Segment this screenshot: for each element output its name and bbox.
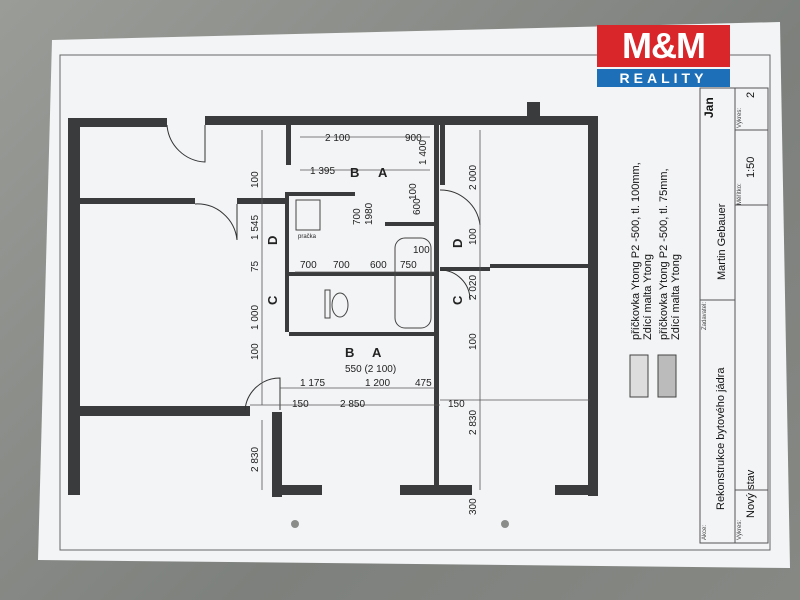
dimension-lines [250,130,590,490]
section-mark: A [372,345,382,360]
section-mark: D [450,238,465,248]
section-mark: D [265,235,280,245]
fixtures [295,199,432,329]
section-mark: C [265,295,280,305]
doors [166,124,481,411]
cislo-label: Výkres: [737,107,743,128]
title-block-lines [699,87,769,544]
paper-sheet [38,22,790,568]
legend-swatches [629,354,677,398]
dim-label: 100 [250,343,261,360]
logo-sub: REALITY [597,69,730,87]
dim-label: 1980 [364,202,375,225]
akce-label: Akce: [702,524,708,540]
washbasin [295,199,321,231]
dim-label: 75 [250,260,261,272]
legend-1-line1: příčkovka Ytong P2 -500, tl. 100mm, [630,162,642,340]
walls [68,102,598,497]
dim-label: 100 [413,245,430,256]
dim-label: 475 [415,378,432,389]
vykres-label: Výkres: [737,519,743,540]
dim-label: 300 [468,498,479,515]
dim-label: 1 545 [250,214,261,240]
section-mark: C [450,295,465,305]
mm-reality-logo: M&M REALITY [597,25,730,87]
punch-holes [291,520,509,528]
section-mark: A [378,165,388,180]
dim-label: 1 200 [365,378,391,389]
dim-label: 2 100 [325,133,351,144]
meritko-value: 1:50 [745,156,757,178]
section-mark: B [350,165,360,180]
legend-1-line2: Zdící malta Ytong [642,253,654,340]
dim-label: 150 [292,399,309,410]
dim-label: 600 [412,198,423,215]
zadavatel-label: Zadavatel: [702,301,708,330]
dim-label: 700 [333,260,350,271]
dim-label: 750 [400,260,417,271]
dim-label: 100 [468,333,479,350]
dim-label: 2 830 [250,446,261,472]
toilet [331,292,349,318]
legend-2-line2: Zdící malta Ytong [670,253,682,340]
legend-2-line1: příčkovka Ytong P2 -500, tl. 75mm, [658,168,670,340]
dim-label: 2 830 [468,409,479,435]
akce-value: Rekonstrukce bytového jádra [715,367,727,510]
section-mark: B [345,345,355,360]
author-name: Jan [702,97,716,118]
dim-label: 2 850 [340,399,366,410]
vykres-value: Nový stav [745,469,757,518]
fixture-label: pračka [298,234,317,240]
bathtub [394,237,432,329]
dim-label: 1 400 [418,139,429,165]
dim-label: 900 [405,133,422,144]
dim-label: 1 175 [300,378,326,389]
dim-label: 700 [300,260,317,271]
dim-label: 2 020 [468,274,479,300]
dim-label: 100 [468,228,479,245]
zadavatel-value: Martin Gebauer [716,203,728,280]
drawing-frame [59,54,771,551]
dim-label: 600 [370,260,387,271]
dim-label: 100 [408,183,419,200]
meritko-label: Měřítko: [737,183,743,205]
dim-label: 1 395 [310,166,336,177]
dim-label: 1 000 [250,304,261,330]
dim-label: 700 [352,208,363,225]
cislo-value: 2 [745,91,757,98]
logo-brand: M&M [597,25,730,67]
dim-label: 100 [250,171,261,188]
dim-label: 150 [448,399,465,410]
dim-label: 2 000 [468,164,479,190]
dim-label: 550 (2 100) [345,364,397,375]
